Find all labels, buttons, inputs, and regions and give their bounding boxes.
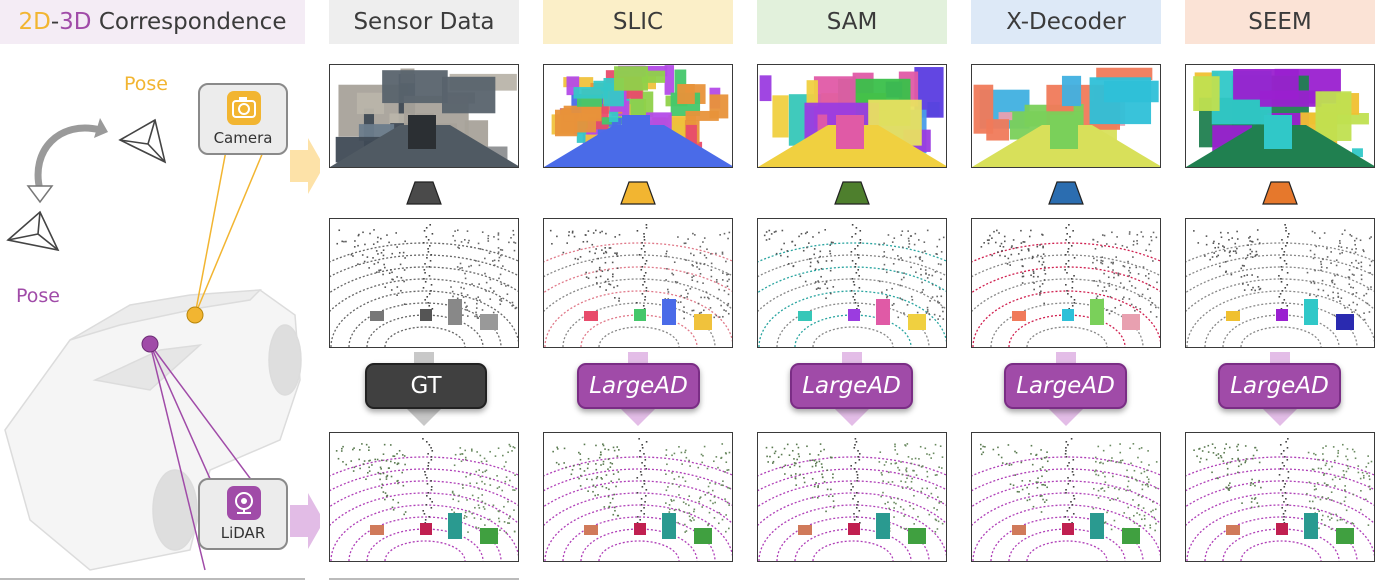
- bottom-divider-middle: [329, 578, 519, 580]
- bottom-divider-left: [0, 578, 305, 580]
- encoder-trapezoid-2: [834, 181, 870, 205]
- lidar-sensor: LiDAR: [198, 478, 288, 550]
- lidar-point: [141, 335, 159, 353]
- pointcloud-panel-3: [971, 218, 1161, 348]
- pose-label-camera: Pose: [124, 73, 168, 95]
- title-3d: 3D: [59, 9, 92, 35]
- encoder-trapezoid-4: [1262, 181, 1298, 205]
- gt-button[interactable]: GT: [365, 363, 487, 409]
- camera-label: Camera: [213, 129, 273, 147]
- encoder-trapezoid-3: [1048, 181, 1084, 205]
- image-panel-0: [329, 64, 519, 168]
- correspondence-header: 2D-3D Correspondence: [0, 0, 305, 44]
- title-rest: Correspondence: [91, 9, 287, 35]
- image-panel-4: [1185, 64, 1375, 168]
- camera-point: [186, 306, 204, 324]
- title-dash: -: [50, 9, 60, 35]
- image-panel-2: [757, 64, 947, 168]
- pose-label-lidar: Pose: [16, 285, 60, 307]
- largead-button-seem[interactable]: LargeAD: [1218, 363, 1341, 409]
- pointcloud-panel-1: [543, 218, 733, 348]
- encoder-trapezoid-0: [406, 181, 442, 205]
- camera-sensor: Camera: [198, 83, 288, 155]
- car-body: [4, 289, 302, 571]
- title-2d: 2D: [18, 9, 51, 35]
- image-panel-1: [543, 64, 733, 168]
- column-header-slic: SLIC: [543, 0, 733, 44]
- pointcloud-panel-0: [329, 218, 519, 348]
- prediction-panel-4: [1185, 432, 1375, 562]
- pointcloud-panel-2: [757, 218, 947, 348]
- lidar-icon: [227, 486, 261, 520]
- rotation-arrow-icon: [34, 124, 101, 191]
- column-header-sam: SAM: [757, 0, 947, 44]
- largead-button-x-decoder[interactable]: LargeAD: [1004, 363, 1127, 409]
- largead-button-sam[interactable]: LargeAD: [790, 363, 913, 409]
- pose-frustum-icon: [6, 118, 167, 252]
- camera-arrow: [290, 138, 320, 194]
- prediction-panel-0: [329, 432, 519, 562]
- column-header-seem: SEEM: [1185, 0, 1375, 44]
- encoder-trapezoid-1: [620, 181, 656, 205]
- pointcloud-panel-4: [1185, 218, 1375, 348]
- car-scene: [4, 118, 320, 571]
- prediction-panel-1: [543, 432, 733, 562]
- column-header-sensor-data: Sensor Data: [329, 0, 519, 44]
- camera-icon: [227, 91, 261, 125]
- largead-button-slic[interactable]: LargeAD: [577, 363, 700, 409]
- lidar-arrow: [290, 493, 320, 549]
- lidar-label: LiDAR: [220, 524, 266, 542]
- prediction-panel-3: [971, 432, 1161, 562]
- prediction-panel-2: [757, 432, 947, 562]
- column-header-x-decoder: X-Decoder: [971, 0, 1161, 44]
- image-panel-3: [971, 64, 1161, 168]
